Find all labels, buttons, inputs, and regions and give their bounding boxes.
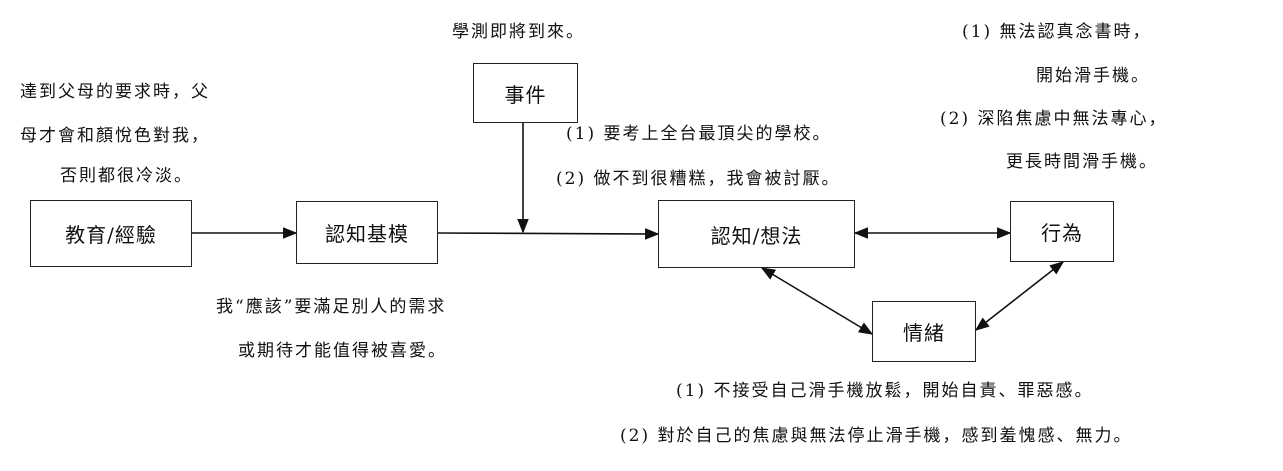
note-schema-line-1: 我“應該”要滿足別人的需求 bbox=[216, 297, 447, 317]
note-event: 學測即將到來。 bbox=[452, 22, 585, 42]
arrow-emotion-behavior bbox=[974, 261, 1065, 331]
note-behavior-line-4: 更長時間滑手機。 bbox=[1006, 152, 1158, 172]
note-cognition-line-1: (1) 要考上全台最頂尖的學校。 bbox=[566, 124, 832, 144]
node-behavior: 行為 bbox=[1010, 201, 1114, 262]
node-education: 教育/經驗 bbox=[30, 200, 192, 267]
note-parents-line-2: 母才會和顏悅色對我， bbox=[20, 126, 210, 146]
note-cognition-line-2: (2) 做不到很糟糕，我會被討厭。 bbox=[556, 169, 841, 189]
arrow-schema-to-cognition bbox=[437, 228, 660, 240]
node-cognition: 認知/想法 bbox=[658, 200, 855, 268]
note-emotion-line-2: (2) 對於自己的焦慮與無法停止滑手機，感到羞愧感、無力。 bbox=[620, 426, 1133, 446]
arrow-cognition-emotion bbox=[760, 267, 874, 335]
note-emotion-line-1: (1) 不接受自己滑手機放鬆，開始自責、罪惡感。 bbox=[676, 381, 1094, 401]
note-parents-line-1: 達到父母的要求時，父 bbox=[20, 82, 210, 102]
note-parents-line-3: 否則都很冷淡。 bbox=[60, 166, 193, 186]
note-behavior-line-1: (1) 無法認真念書時， bbox=[962, 22, 1152, 42]
note-schema-line-2: 或期待才能值得被喜愛。 bbox=[238, 341, 447, 361]
node-emotion: 情緒 bbox=[872, 301, 976, 362]
note-behavior-line-2: 開始滑手機。 bbox=[1036, 66, 1150, 86]
node-schema: 認知基模 bbox=[296, 201, 438, 264]
node-event: 事件 bbox=[473, 63, 578, 123]
note-behavior-line-3: (2) 深陷焦慮中無法專心， bbox=[940, 109, 1168, 129]
